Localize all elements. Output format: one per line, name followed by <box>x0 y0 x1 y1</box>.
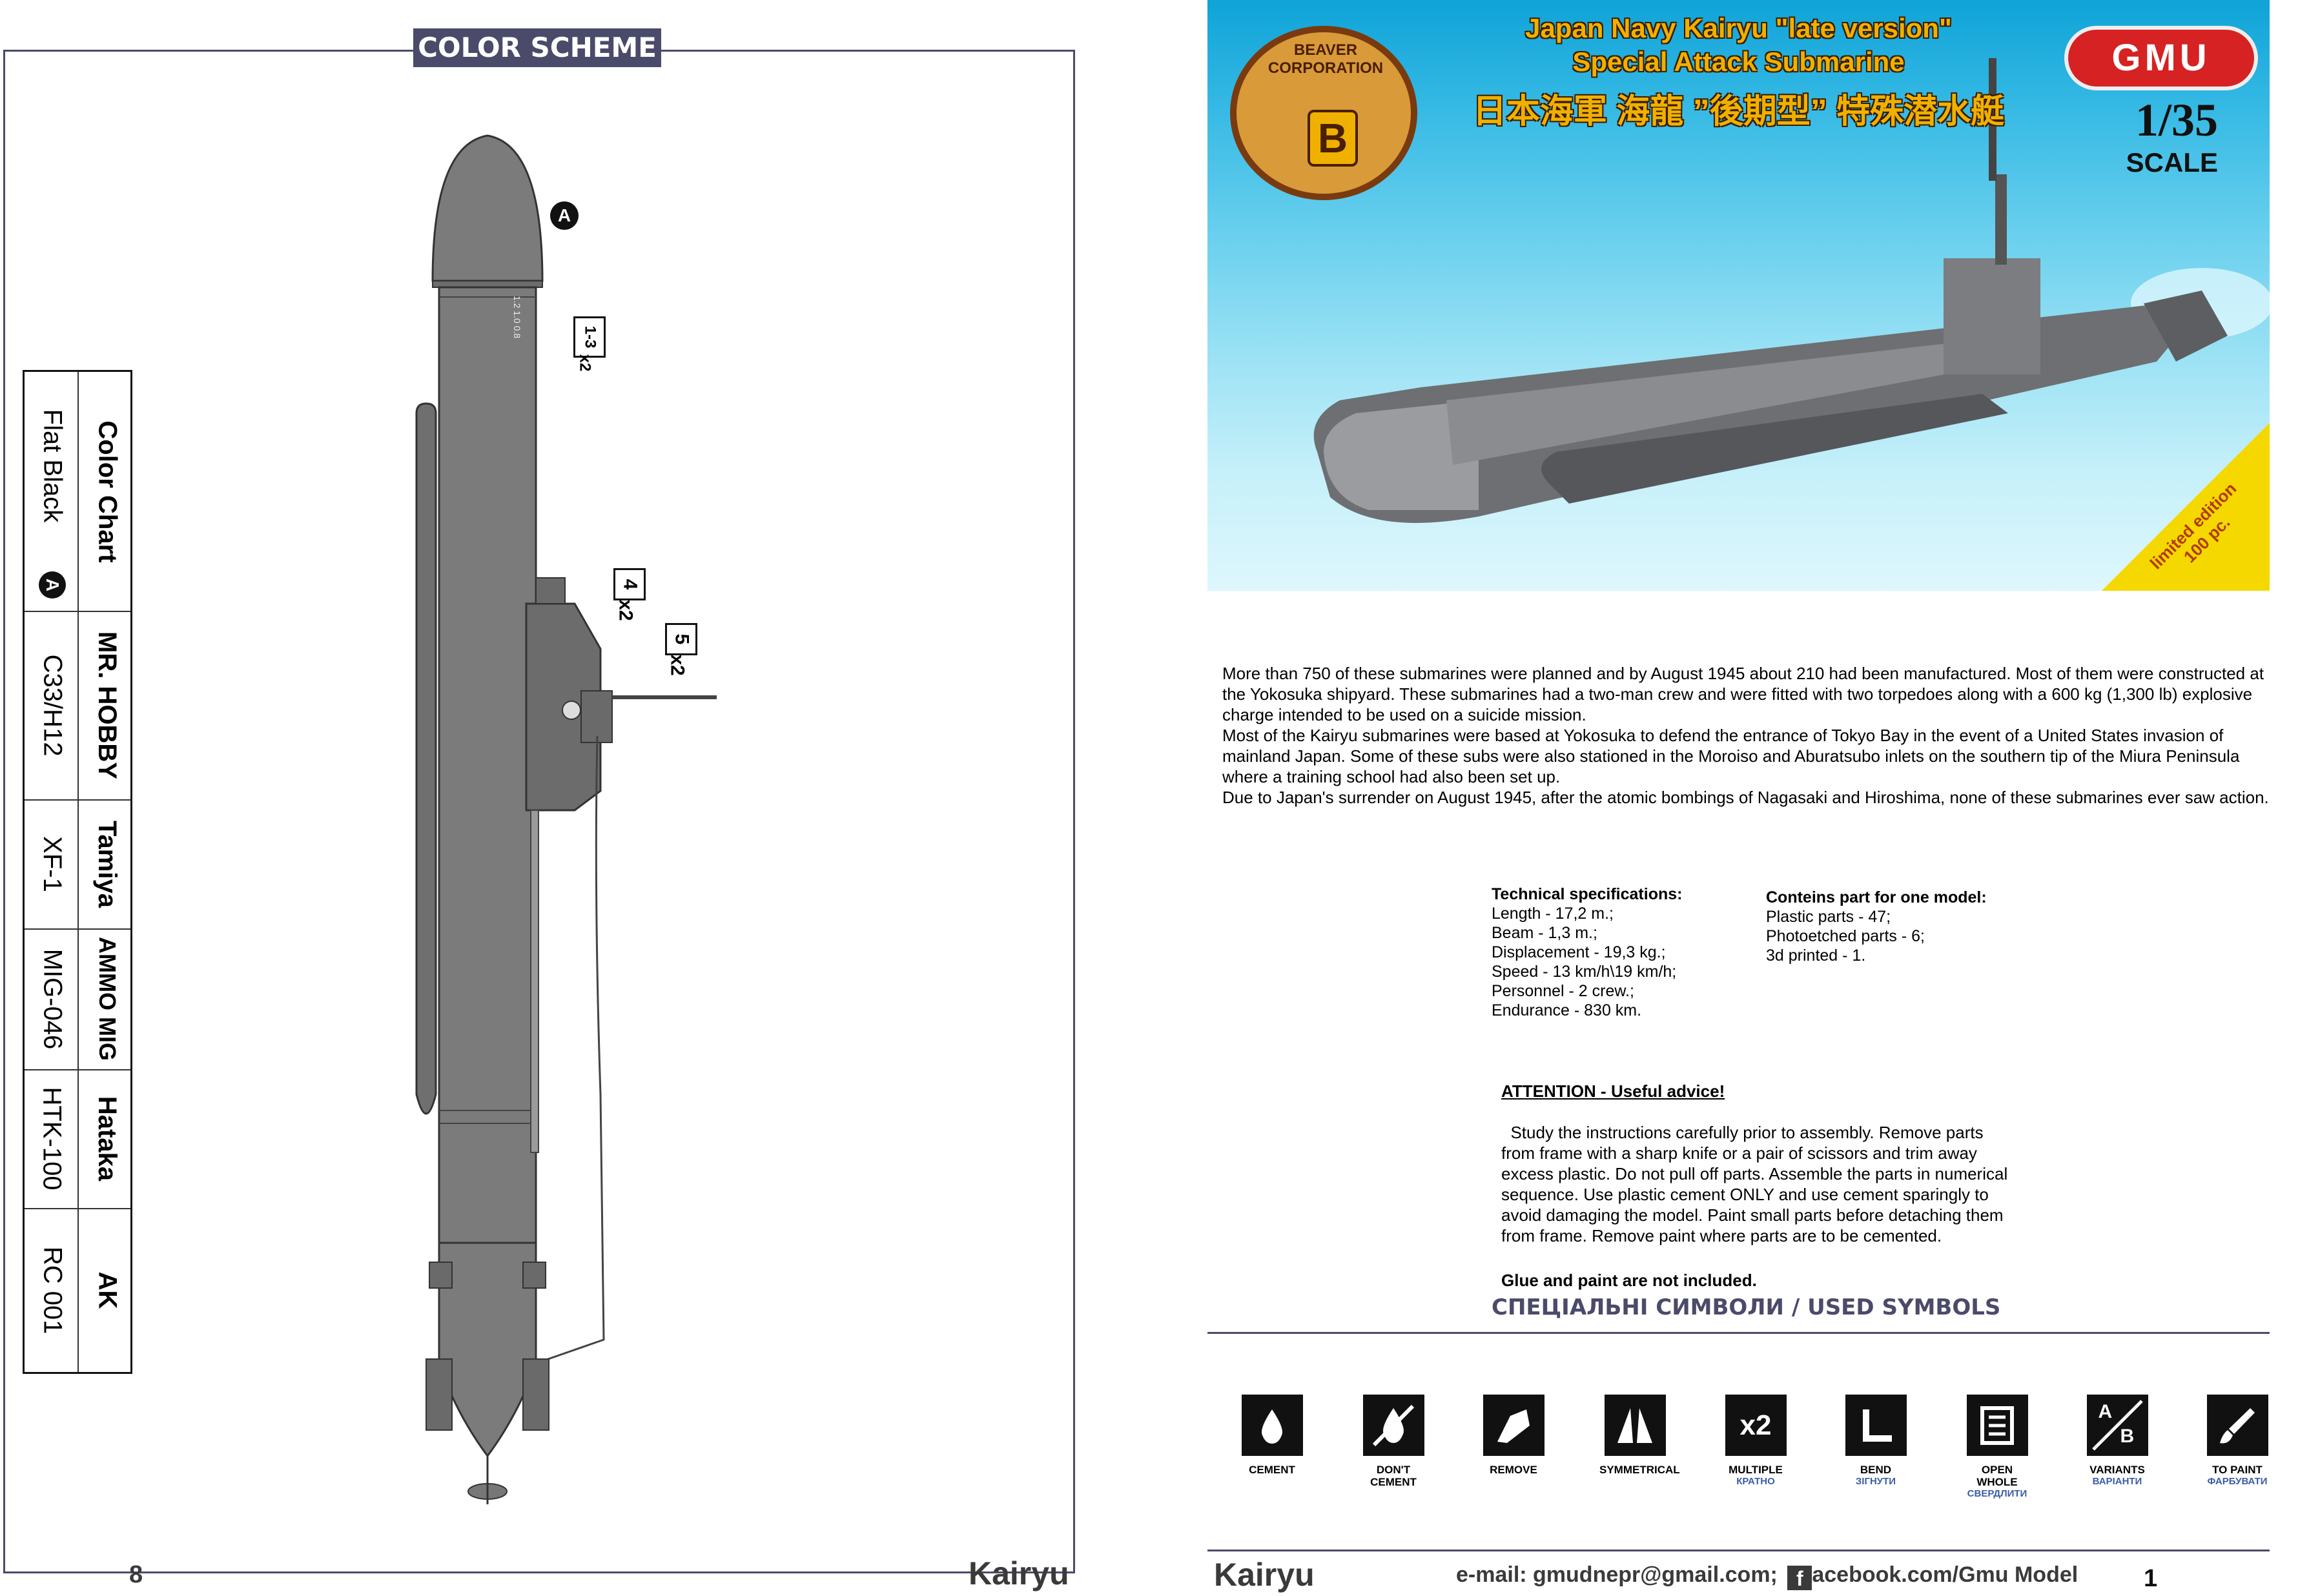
to-paint-icon <box>2206 1395 2268 1456</box>
brand-hataka: Hataka <box>93 1096 122 1182</box>
scale-label: SCALE <box>2126 147 2218 178</box>
submarine-top-view <box>415 134 717 1504</box>
attention-title: ATTENTION - Useful advice! <box>1501 1081 1725 1101</box>
symbol-multiple: x2 MULTIPLE КРАТНО <box>1720 1395 1791 1487</box>
brand-mr-hobby: MR. HOBBY <box>93 631 122 779</box>
variants-icon: A B <box>2086 1395 2148 1456</box>
facebook-icon: f <box>1787 1566 1812 1590</box>
code-ak: RC 001 <box>38 1246 67 1335</box>
beaver-corporation-logo: BEAVER CORPORATION B <box>1230 26 1417 200</box>
code-ammo-mig: MIG-046 <box>38 948 67 1049</box>
color-marker-a: A <box>25 559 79 611</box>
glue-paint-note: Glue and paint are not included. <box>1501 1271 1757 1290</box>
scale-value: 1/35 <box>2135 94 2218 146</box>
part-callout-4-qty: x2 <box>615 599 637 621</box>
submarine-nose <box>431 134 544 282</box>
symbol-remove: REMOVE <box>1478 1395 1549 1476</box>
history-paragraph-1: More than 750 of these submarines were p… <box>1222 664 2264 724</box>
color-chart-title: Color Chart <box>93 420 121 562</box>
submarine-tail <box>438 1242 537 1458</box>
symbols-divider-top <box>1207 1332 2270 1334</box>
submarine-hull <box>438 286 537 1244</box>
right-page-number: 1 <box>2144 1565 2158 1592</box>
symbol-open-whole: OPEN WHOLE СВЕРДЛИТИ <box>1962 1395 2033 1499</box>
dont-cement-icon <box>1362 1395 1424 1456</box>
symbol-to-paint: TO PAINT ФАРБУВАТИ <box>2202 1395 2273 1487</box>
part-callout-5-qty: x2 <box>666 654 688 676</box>
beaver-b-letter: B <box>1308 110 1358 167</box>
symbol-variants: A B VARIANTS ВАРІАНТИ <box>2082 1395 2153 1487</box>
title-jp: 日本海軍 海龍 ”後期型” 特殊潜水艇 <box>1472 93 2005 130</box>
brand-ak: AK <box>93 1271 121 1309</box>
facebook-link[interactable]: acebook.com/Gmu Model <box>1812 1562 2078 1587</box>
part-callout-1-3: 1-3 <box>573 316 606 358</box>
color-name: Flat Black <box>38 409 67 522</box>
right-page-title: Kairyu <box>1214 1557 1315 1593</box>
left-page-number: 8 <box>129 1561 143 1588</box>
brand-tamiya: Tamiya <box>93 820 122 908</box>
multiple-icon: x2 <box>1725 1395 1787 1456</box>
part-callout-5: 5 <box>665 623 697 655</box>
kit-contents: Conteins part for one model: Plastic par… <box>1766 888 1987 965</box>
torpedo-marks: 1.2 1.0 0.8 <box>512 295 523 339</box>
color-chart-table: Color Chart Flat Black A MR. HOBBY C33/H… <box>23 370 132 1374</box>
open-whole-icon <box>1966 1395 2028 1456</box>
title-en-1: Japan Navy Kairyu "late version" <box>1525 13 1952 43</box>
brand-ammo-mig: AMMO MIG <box>94 937 121 1061</box>
remove-icon <box>1483 1395 1544 1456</box>
symmetrical-icon <box>1604 1395 1666 1456</box>
cement-icon <box>1241 1395 1303 1456</box>
bend-icon <box>1845 1395 1907 1456</box>
symbol-cement: CEMENT <box>1237 1395 1308 1476</box>
title-en-2: Special Attack Submarine <box>1572 46 1905 77</box>
part-callout-1-3-qty: x2 <box>576 354 594 372</box>
history-paragraph-3: Due to Japan's surrender on August 1945,… <box>1222 788 2269 807</box>
attention-body: Study the instructions carefully prior t… <box>1501 1123 2013 1245</box>
history-paragraph-2: Most of the Kairyu submarines were based… <box>1222 726 2240 786</box>
code-hataka: HTK-100 <box>38 1087 67 1191</box>
used-symbols-title: СПЕЦІАЛЬНІ СИМВОЛИ / USED SYMBOLS <box>1492 1294 2001 1320</box>
left-page-title: Kairyu <box>969 1555 1069 1591</box>
color-scheme-header: COLOR SCHEME <box>413 28 661 67</box>
symbol-dont-cement: DON'T CEMENT <box>1358 1395 1429 1488</box>
code-mr-hobby: C33/H12 <box>38 654 67 756</box>
symbol-bend: BEND ЗІГНУТИ <box>1840 1395 1911 1487</box>
tech-specs: Technical specifications: Length - 17,2 … <box>1492 885 1683 1019</box>
limited-edition-corner <box>2102 423 2270 591</box>
code-tamiya: XF-1 <box>38 835 67 892</box>
torpedo <box>415 402 437 1115</box>
footer-divider <box>1207 1550 2270 1551</box>
box-art-hero: BEAVER CORPORATION B Japan Navy Kairyu "… <box>1207 0 2270 591</box>
email[interactable]: e-mail: gmudnepr@gmail.com; <box>1456 1562 1778 1587</box>
paint-marker-a: A <box>550 201 579 230</box>
part-callout-4: 4 <box>613 568 646 600</box>
submarine-box-art <box>1313 58 2270 523</box>
gmu-logo: GMU <box>2064 26 2258 90</box>
symbol-symmetrical: SYMMETRICAL <box>1599 1395 1680 1476</box>
